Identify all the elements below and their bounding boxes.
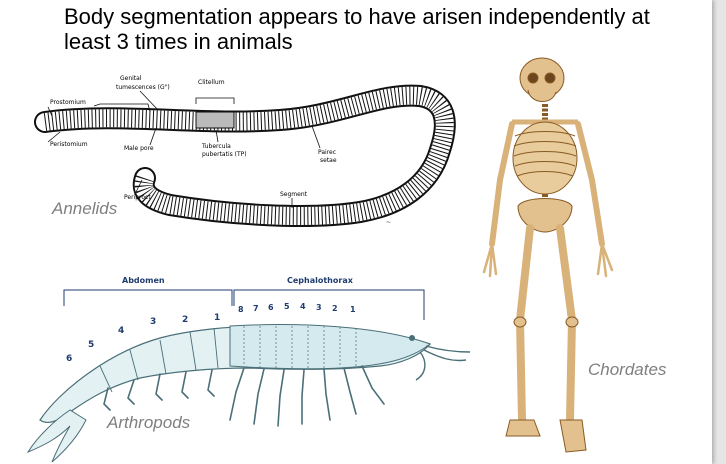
ribcage: [512, 121, 578, 195]
label-tubercula-2: pubertatis (TP): [202, 151, 247, 158]
abdomen-number: 1: [214, 313, 220, 323]
eye-socket: [527, 72, 539, 84]
shrimp-legs: [103, 365, 385, 427]
shrimp-carapace: [229, 324, 432, 370]
eye-socket: [544, 72, 556, 84]
cephalo-number: 7: [253, 304, 259, 313]
knee: [513, 316, 527, 328]
label-segment: Segment: [280, 191, 308, 198]
knee: [565, 316, 579, 328]
foot: [559, 419, 587, 453]
jaw: [527, 89, 557, 102]
cephalo-number: 1: [350, 305, 356, 314]
legs: [515, 224, 577, 424]
label-cephalothorax: Cephalothorax: [287, 276, 354, 285]
pelvis: [517, 198, 573, 233]
abdomen-number: 6: [66, 354, 72, 364]
worm-leader-lines: [47, 90, 321, 208]
label-pairec-2: setae: [320, 157, 337, 164]
caption-annelids: Annelids: [52, 199, 118, 218]
slide-title: Body segmentation appears to have arisen…: [64, 4, 650, 54]
ribs: [513, 131, 577, 177]
scale-mark: ~: [386, 219, 391, 226]
caption-arthropods: Arthropods: [107, 413, 191, 432]
label-prostomium: Prostomium: [50, 99, 86, 106]
cephalo-number: 6: [268, 303, 274, 312]
abdomen-number: 5: [88, 340, 94, 350]
label-pairec: Pairec: [318, 149, 336, 156]
label-male-pore: Male pore: [124, 145, 154, 152]
chordate-illustration: [482, 57, 614, 453]
arthropod-illustration: Abdomen Cephalothorax 1 2 3 4 5 6 8 7 6 …: [26, 276, 471, 463]
shrimp-eye: [409, 335, 415, 341]
label-tubercula: Tubercula: [201, 143, 231, 150]
shrimp-cephalo-lines: [243, 326, 357, 368]
cephalo-number: 8: [238, 305, 244, 314]
clitellum-band: [195, 111, 235, 129]
abdomen-number: 2: [182, 315, 188, 325]
cephalo-number: 3: [316, 303, 322, 312]
abdomen-number: 3: [150, 317, 156, 327]
cephalo-number: 2: [332, 304, 338, 313]
label-clitellum: Clitellum: [198, 79, 225, 86]
shrimp-segment-lines: [99, 327, 219, 393]
segment-brackets: [63, 289, 425, 320]
abdomen-number: 4: [118, 326, 124, 336]
foot: [505, 419, 541, 437]
label-genital-2: tumescences (G"): [116, 84, 170, 91]
label-peristomium: Peristomium: [50, 141, 88, 148]
cephalo-number: 5: [284, 302, 290, 311]
hands: [482, 242, 614, 278]
shrimp-tail: [26, 409, 87, 463]
caption-chordates: Chordates: [588, 360, 667, 379]
label-periproct: Periproct: [124, 194, 151, 201]
label-genital: Genital: [120, 75, 142, 82]
shrimp-antennae: [415, 345, 471, 381]
annelid-illustration: ~ Genital tumescences (G") Clitellum Pro…: [34, 75, 456, 227]
cephalo-number: 4: [300, 302, 306, 311]
arms: [489, 121, 605, 247]
label-abdomen: Abdomen: [122, 276, 165, 285]
